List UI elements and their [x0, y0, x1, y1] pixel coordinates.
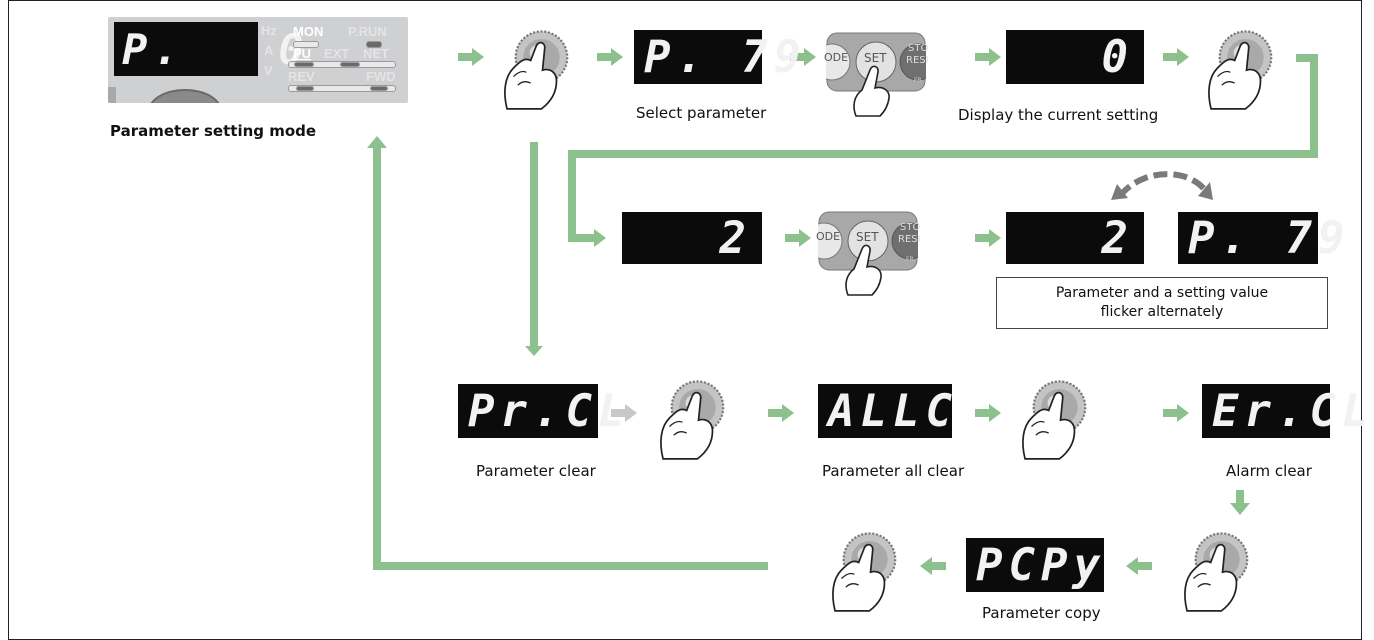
- fwd-led: [370, 86, 388, 91]
- setting-dial-icon[interactable]: [492, 24, 578, 112]
- parameter-copy-caption: Parameter copy: [982, 604, 1101, 622]
- return-line: [568, 54, 1318, 247]
- setting-dial-icon[interactable]: [1172, 524, 1258, 616]
- alarm-clear-display: Er.CL: [1202, 384, 1368, 438]
- set-keypad[interactable]: ODE SET STO RESI FR: [826, 19, 926, 129]
- panel-display: P. 0: [114, 22, 304, 76]
- flow-arrow: [1163, 48, 1189, 66]
- operation-panel: P. 0 Hz A V MON P.RUN PU EXT NET REV FWD: [108, 17, 408, 103]
- flow-arrow: [597, 48, 623, 66]
- flow-arrow: [1126, 557, 1152, 575]
- select-parameter-caption: Select parameter: [636, 104, 767, 122]
- setting-value-display: 2: [622, 212, 762, 264]
- flow-arrow: [1163, 404, 1189, 422]
- reset-key-label: RESI: [906, 55, 929, 66]
- unit-v-label: V: [264, 63, 273, 78]
- flicker-arrow: [1117, 171, 1208, 198]
- fwd-label: FWD: [366, 69, 396, 84]
- fr-label: FR: [914, 77, 922, 84]
- flicker-note-box: Parameter and a setting value flicker al…: [996, 277, 1328, 329]
- prun-led: [366, 41, 382, 48]
- flicker-note-line2: flicker alternately: [1100, 304, 1224, 320]
- stop-key-label: STO: [908, 43, 929, 54]
- flow-arrow: [458, 48, 484, 66]
- parameter-all-clear-display: ALLC: [818, 384, 952, 438]
- mode-key-label: ODE: [824, 51, 849, 64]
- setting-dial-icon[interactable]: [1196, 24, 1282, 112]
- flow-arrow: [975, 229, 1001, 247]
- setting-dial-icon[interactable]: [1010, 374, 1096, 462]
- flow-arrow: [785, 229, 811, 247]
- set-key-label: SET: [864, 51, 887, 65]
- setting-dial-icon[interactable]: [648, 374, 734, 462]
- parameter-clear-display: Pr.CL: [458, 384, 624, 438]
- mode-key-label: ODE: [816, 230, 841, 243]
- flow-arrow: [975, 404, 1001, 422]
- set-keypad[interactable]: ODE SET STO RESI FR: [818, 198, 918, 308]
- setting-dial-icon[interactable]: [820, 524, 906, 616]
- panel-dial-edge: [148, 89, 222, 103]
- panel-frame-edge: [108, 87, 116, 103]
- fr-label: FR: [906, 256, 914, 263]
- rev-label: REV: [288, 69, 315, 84]
- flow-arrow: [768, 404, 794, 422]
- flicker-note-line1: Parameter and a setting value: [1055, 285, 1269, 301]
- set-keypad-icon: [826, 19, 926, 129]
- flicker-value-display: 2: [1006, 212, 1144, 264]
- mon-led: [293, 41, 319, 48]
- parameter-copy-display: PCPy: [966, 538, 1104, 592]
- ext-led: [340, 62, 360, 67]
- return-line: [367, 136, 768, 570]
- current-setting-display: 0: [1006, 30, 1144, 84]
- current-setting-caption: Display the current setting: [958, 106, 1159, 124]
- flow-arrow-gray: [611, 404, 637, 422]
- prun-label: P.RUN: [348, 24, 387, 39]
- set-keypad-icon: [818, 198, 918, 308]
- pu-led: [294, 62, 314, 67]
- flow-arrow: [975, 48, 1001, 66]
- reset-key-label: RESI: [898, 234, 921, 245]
- flow-arrow: [790, 48, 816, 66]
- flicker-parameter-display: P. 79: [1178, 212, 1344, 264]
- down-arrow: [1230, 490, 1250, 515]
- flow-arrow: [920, 557, 946, 575]
- rev-fwd-led-bar: [288, 85, 396, 92]
- unit-hz-label: Hz: [261, 23, 277, 38]
- pu-label: PU: [293, 46, 312, 61]
- ext-label: EXT: [324, 46, 350, 61]
- parameter-all-clear-caption: Parameter all clear: [822, 462, 965, 480]
- unit-a-label: A: [264, 43, 274, 58]
- parameter-clear-caption: Parameter clear: [476, 462, 596, 480]
- stop-key-label: STO: [900, 222, 921, 233]
- mode-caption: Parameter setting mode: [110, 122, 317, 140]
- down-arrow: [525, 142, 543, 356]
- alarm-clear-caption: Alarm clear: [1226, 462, 1312, 480]
- net-label: NET: [363, 46, 389, 61]
- select-parameter-display: P. 79: [634, 30, 800, 84]
- set-key-label: SET: [856, 230, 879, 244]
- mon-label: MON: [293, 24, 324, 39]
- rev-led: [296, 86, 314, 91]
